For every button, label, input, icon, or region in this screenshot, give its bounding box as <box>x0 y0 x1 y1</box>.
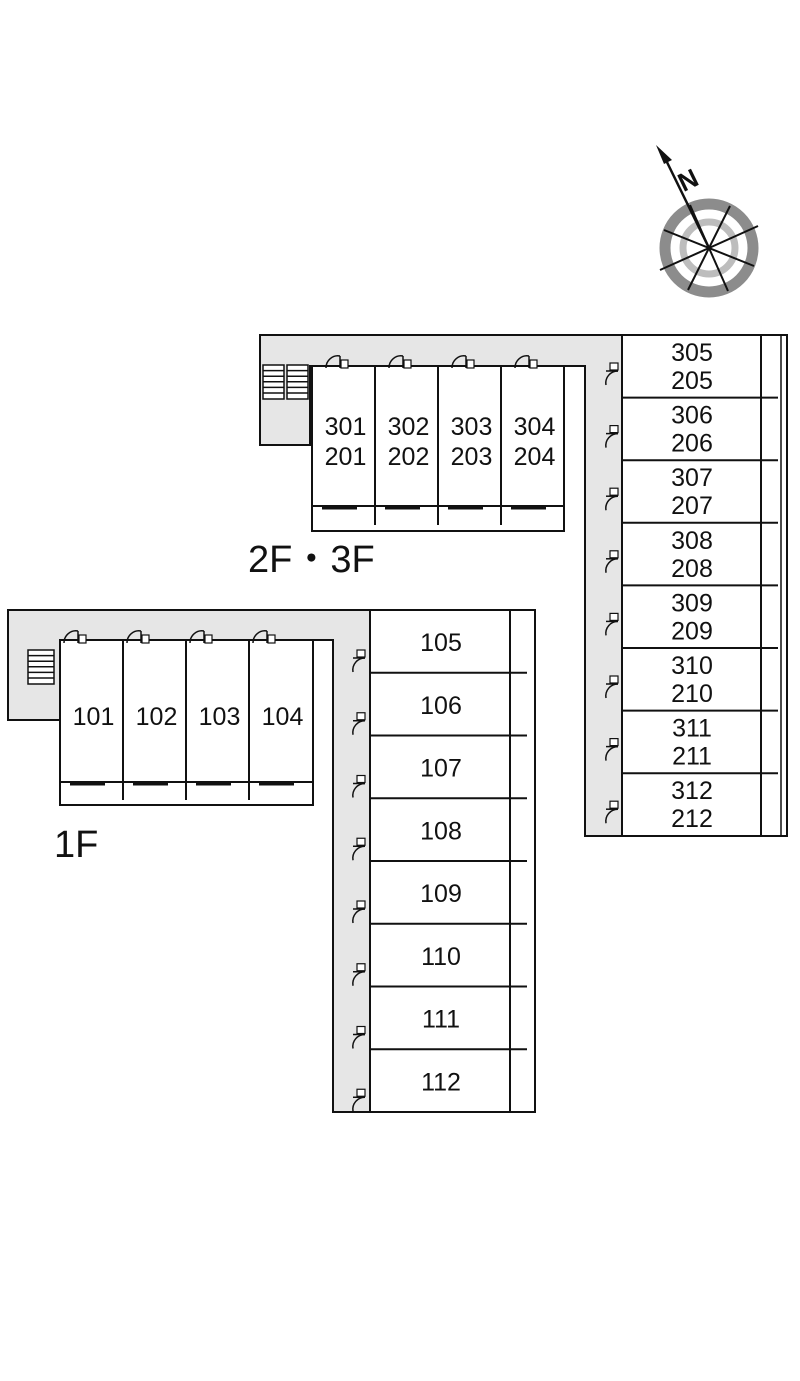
unit-number: 102 <box>136 703 178 731</box>
door-icon <box>252 630 276 644</box>
ground-column-units: 105 106 107 108 109 110 111 112 <box>352 609 536 1113</box>
upper-stairs <box>262 364 309 400</box>
door-icon <box>189 630 213 644</box>
upper-column-units: 3052053062063072073082083092093102103112… <box>605 334 788 837</box>
ground-row-units: 101 102 103 104 <box>59 630 314 806</box>
door-icon <box>605 800 619 824</box>
unit-number-upper: 312 <box>671 777 713 805</box>
unit-number-lower: 205 <box>671 367 713 395</box>
unit-112: 112 <box>352 1048 527 1112</box>
unit-number-lower: 208 <box>671 555 713 583</box>
door-icon <box>605 362 619 386</box>
unit-number: 109 <box>420 880 462 908</box>
door-icon <box>352 649 366 673</box>
unit-number-upper: 307 <box>671 464 713 492</box>
unit-number: 108 <box>420 817 462 845</box>
unit-number: 104 <box>262 703 304 731</box>
door-icon <box>605 737 619 761</box>
ground-floor-plan: 101 102 103 104 105 106 107 108 109 110 111 112 1F <box>7 609 536 1113</box>
unit-number: 112 <box>421 1068 461 1096</box>
unit-105: 105 <box>352 629 462 673</box>
unit-110: 110 <box>352 922 527 986</box>
door-icon <box>352 1088 366 1112</box>
unit-number-lower: 204 <box>514 443 556 471</box>
unit-number-upper: 301 <box>325 413 367 441</box>
door-icon <box>605 550 619 573</box>
unit-number-upper: 303 <box>451 413 493 441</box>
unit-number-lower: 211 <box>672 743 712 771</box>
door-icon <box>605 487 619 511</box>
door-icon <box>352 774 366 798</box>
unit-number-lower: 212 <box>671 805 713 833</box>
unit-number: 101 <box>73 703 115 731</box>
door-icon <box>325 355 349 369</box>
unit-102: 102 <box>122 630 178 800</box>
unit-number: 111 <box>422 1006 460 1034</box>
unit-number-lower: 210 <box>671 680 713 708</box>
unit-number-upper: 308 <box>671 527 713 555</box>
unit-101: 101 <box>63 630 115 786</box>
door-icon <box>352 837 366 861</box>
door-icon <box>605 425 619 448</box>
unit-number-lower: 207 <box>671 492 713 520</box>
unit-number: 107 <box>420 755 462 783</box>
unit-111: 111 <box>352 985 527 1049</box>
unit-number-upper: 302 <box>388 413 430 441</box>
unit-number-upper: 305 <box>671 339 713 367</box>
door-icon <box>352 1025 366 1049</box>
north-label: N <box>673 162 703 197</box>
unit-number-upper: 304 <box>514 413 556 441</box>
ground-floor-label: 1F <box>54 824 98 866</box>
unit-number-lower: 202 <box>388 443 430 471</box>
door-icon <box>63 630 87 644</box>
unit-number: 105 <box>420 629 462 657</box>
door-icon <box>605 612 619 636</box>
ground-stairs <box>27 649 55 685</box>
unit-107: 107 <box>352 734 527 798</box>
door-icon <box>352 900 366 924</box>
unit-number: 106 <box>420 692 462 720</box>
unit-number: 110 <box>421 943 461 971</box>
unit-number-lower: 201 <box>325 443 367 471</box>
door-icon <box>514 355 538 369</box>
unit-103: 103 <box>185 630 241 800</box>
unit-number-lower: 209 <box>671 617 713 645</box>
door-icon <box>126 630 150 644</box>
unit-number-upper: 310 <box>671 652 713 680</box>
unit-number-lower: 206 <box>671 430 713 458</box>
upper-floor-label: 2F・3F <box>248 539 375 581</box>
unit-106: 106 <box>352 671 527 735</box>
door-icon <box>352 963 366 986</box>
unit-109: 109 <box>352 860 527 924</box>
unit-number-upper: 306 <box>671 402 713 430</box>
door-icon <box>605 675 619 699</box>
door-icon <box>352 712 366 735</box>
unit-number: 103 <box>199 703 241 731</box>
unit-104: 104 <box>248 630 304 800</box>
compass-rose-icon: N <box>656 145 759 298</box>
door-icon <box>451 355 475 369</box>
unit-108: 108 <box>352 797 527 861</box>
unit-number-lower: 203 <box>451 443 493 471</box>
unit-number-upper: 309 <box>671 589 713 617</box>
door-icon <box>388 355 412 369</box>
unit-number-upper: 311 <box>672 715 712 743</box>
